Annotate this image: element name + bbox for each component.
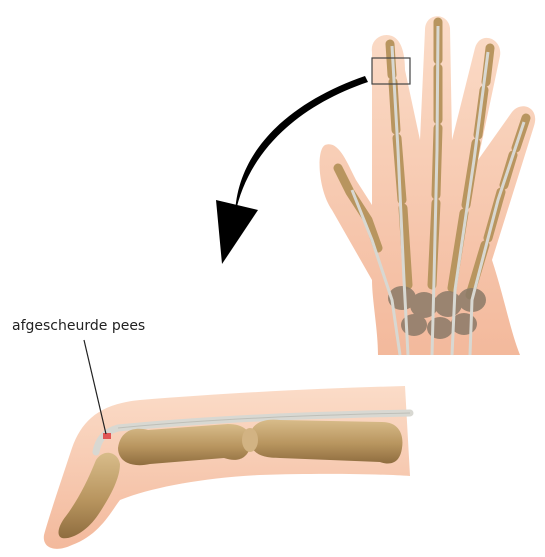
tendon-tear-marker	[103, 433, 111, 439]
hand-skeleton-icon	[320, 16, 536, 355]
proximal-phalanx	[250, 420, 402, 464]
torn-tendon-label: afgescheurde pees	[12, 318, 145, 334]
middle-phalanx	[118, 424, 251, 465]
finger-cross-section-icon	[44, 386, 410, 549]
